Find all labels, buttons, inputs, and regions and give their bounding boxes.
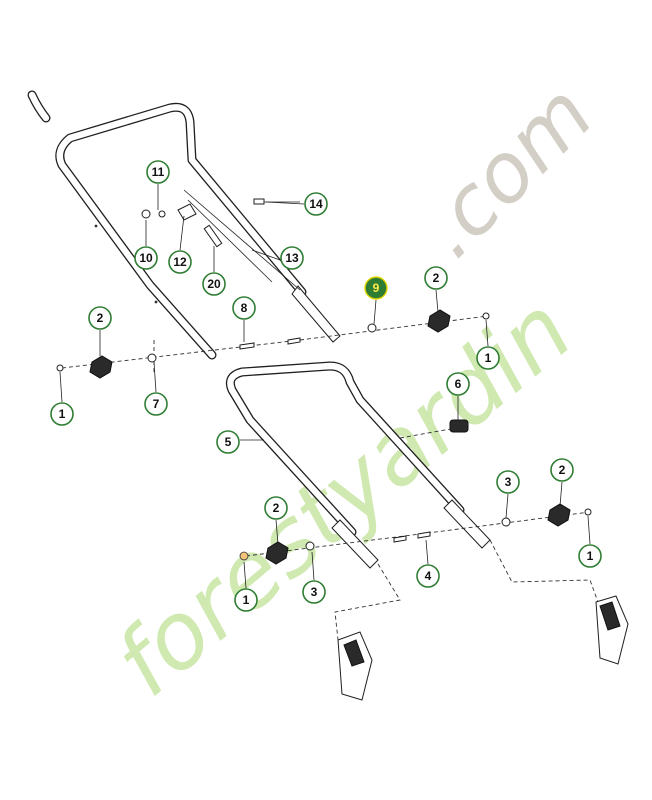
callout-20: 20	[202, 272, 226, 296]
svg-text:20: 20	[207, 277, 221, 291]
svg-text:1: 1	[485, 351, 492, 365]
svg-text:8: 8	[241, 301, 248, 315]
svg-text:2: 2	[97, 311, 104, 325]
upper-handle	[27, 90, 341, 360]
callout-3-right: 3	[496, 470, 520, 494]
svg-text:10: 10	[139, 251, 153, 265]
svg-text:5: 5	[225, 435, 232, 449]
svg-text:2: 2	[559, 463, 566, 477]
callout-6: 6	[446, 372, 470, 396]
callout-4: 4	[416, 564, 440, 588]
callout-leaders	[59, 184, 591, 589]
callout-14: 14	[304, 192, 328, 216]
svg-text:9: 9	[373, 281, 380, 295]
callout-5: 5	[216, 430, 240, 454]
callout-1-top-right: 1	[476, 346, 500, 370]
deck-bracket-right	[595, 595, 629, 665]
callout-1-left: 1	[50, 402, 74, 426]
watermark-suffix-text: .com	[402, 67, 611, 276]
cable-assembly	[141, 189, 301, 291]
callout-2-left: 2	[88, 306, 112, 330]
svg-text:3: 3	[311, 585, 318, 599]
svg-text:6: 6	[455, 377, 462, 391]
callout-1-bottom-left: 1	[234, 588, 258, 612]
callout-10: 10	[134, 246, 158, 270]
callouts: 11 14 10 12 13 20 9 2 2 8 1	[50, 160, 602, 612]
callout-2-bottom: 2	[264, 496, 288, 520]
svg-text:2: 2	[273, 501, 280, 515]
svg-text:1: 1	[59, 407, 66, 421]
callout-8: 8	[232, 296, 256, 320]
callout-3-bottom: 3	[302, 580, 326, 604]
callout-9-highlighted: 9	[364, 276, 388, 300]
svg-text:14: 14	[309, 197, 323, 211]
callout-7: 7	[144, 392, 168, 416]
callout-2-top-right: 2	[424, 266, 448, 290]
svg-text:3: 3	[505, 475, 512, 489]
callout-11: 11	[146, 160, 170, 184]
callout-2-far-right: 2	[550, 458, 574, 482]
svg-text:1: 1	[243, 593, 250, 607]
callout-1-bottom-right: 1	[578, 544, 602, 568]
hardware	[56, 309, 592, 565]
svg-text:2: 2	[433, 271, 440, 285]
callout-12: 12	[168, 250, 192, 274]
deck-bracket-left	[337, 631, 373, 701]
callout-13: 13	[280, 246, 304, 270]
svg-text:4: 4	[425, 569, 432, 583]
svg-text:1: 1	[587, 549, 594, 563]
svg-text:7: 7	[153, 397, 160, 411]
lower-handle	[225, 361, 491, 569]
svg-text:12: 12	[173, 255, 187, 269]
svg-text:11: 11	[152, 165, 165, 179]
svg-text:13: 13	[285, 251, 299, 265]
